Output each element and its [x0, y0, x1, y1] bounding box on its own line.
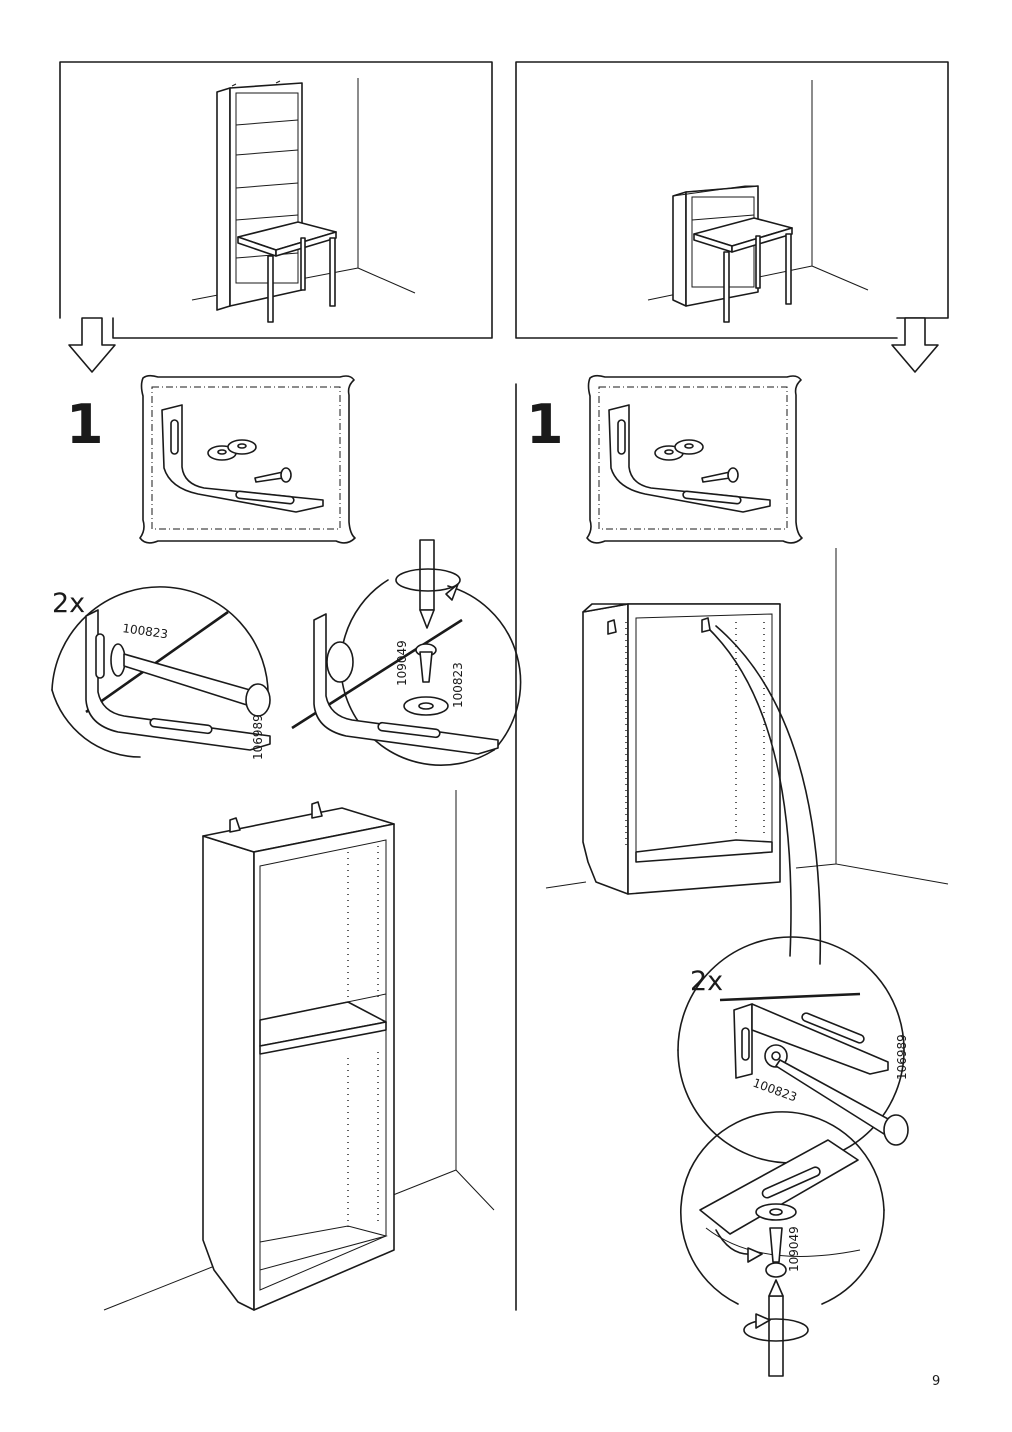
bookcase-with-brackets-illustration	[103, 790, 495, 1311]
hardware-bag	[586, 374, 803, 544]
part-code-washer: 100823	[751, 1076, 799, 1105]
down-arrow-icon	[891, 317, 939, 373]
part-code-bracket-screw: 106989	[251, 714, 265, 760]
short-cabinet-with-brackets-illustration	[545, 548, 949, 965]
desk-illustration	[237, 221, 337, 323]
rotate-arrow-icon	[747, 1247, 763, 1263]
detail-circle-bracket-mount: 2x 100823 106989	[677, 936, 909, 1164]
quantity-label: 2x	[690, 966, 723, 997]
part-code-wood-screw: 109049	[395, 640, 409, 686]
scene-panel-short-bookcase-desk	[515, 61, 949, 373]
page-number: 9	[932, 1374, 940, 1389]
rotate-arrow-icon	[755, 1313, 771, 1329]
quantity-label: 2x	[52, 588, 85, 619]
hardware-bag	[139, 374, 356, 544]
tall-bookcase-illustration	[216, 80, 303, 311]
desk-illustration	[693, 217, 793, 323]
down-arrow-icon	[68, 317, 116, 373]
step-number: 1	[66, 393, 104, 456]
screw-icon	[123, 653, 251, 707]
l-bracket-icon	[313, 613, 499, 755]
screw-icon	[769, 1227, 783, 1263]
screwdriver-icon	[419, 539, 435, 611]
step-number: 1	[526, 393, 564, 456]
l-bracket-icon	[85, 609, 271, 751]
screwdriver-icon	[768, 1295, 784, 1377]
washer-icon	[110, 643, 126, 677]
part-code-washer: 100823	[451, 662, 465, 708]
rotate-arrow-icon	[445, 583, 459, 601]
part-code-bracket-screw: 106989	[895, 1034, 909, 1080]
l-bracket-icon	[608, 404, 771, 513]
l-bracket-icon	[161, 404, 324, 513]
scene-panel-tall-bookcase-desk	[59, 61, 493, 373]
detail-circle-screw-into-cabinet: 109049	[680, 1111, 885, 1377]
part-code-washer: 100823	[122, 621, 169, 641]
detail-circle-bracket-mount: 2x 100823 106989	[51, 586, 271, 760]
detail-circle-screw-into-cabinet: 109049 100823	[291, 539, 522, 766]
part-code-wood-screw: 109049	[787, 1226, 801, 1272]
